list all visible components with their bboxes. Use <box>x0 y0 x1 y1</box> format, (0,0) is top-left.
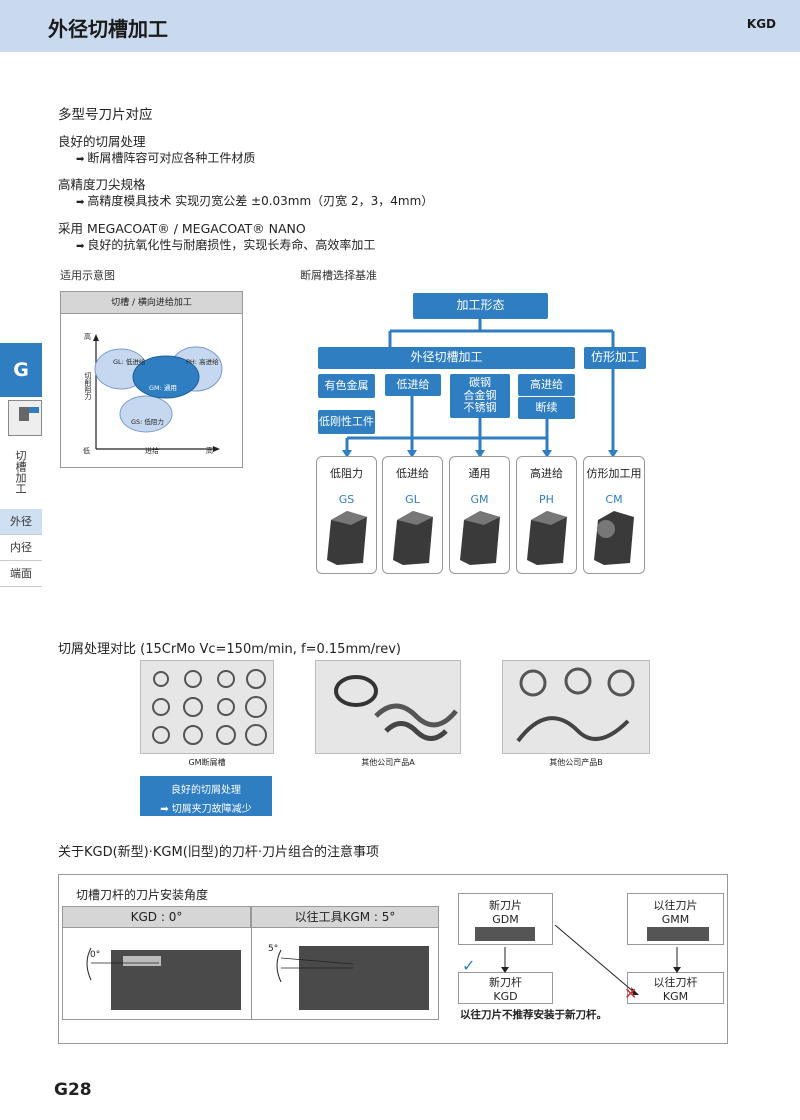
col-kgm-header: 以往工具KGM : 5° <box>251 906 439 928</box>
highlight-line-1: 良好的切屑处理 <box>171 785 241 796</box>
point-1-detail: ➡断屑槽阵容可对应各种工件材质 <box>76 151 256 165</box>
product-name: 仿形加工用 <box>586 467 642 480</box>
x-axis-high: 高 <box>206 447 213 455</box>
region-gs-label: GS: 低阻力 <box>131 418 164 426</box>
product-name: 低阻力 <box>330 467 363 480</box>
point-2-title: 高精度刀尖规格 <box>58 177 146 192</box>
page-number: G28 <box>54 1080 92 1100</box>
application-chart-svg <box>93 334 223 452</box>
old-holder-box: 以往刀杆 KGM <box>627 972 724 1004</box>
product-code: GS <box>338 493 355 506</box>
chip-caption-b: 其他公司产品B <box>549 758 603 767</box>
sidebar-item-outer[interactable]: 外径 <box>0 509 42 535</box>
angle-0-label: 0° <box>90 950 101 960</box>
insert-ph-icon <box>527 511 567 565</box>
region-ph-label: PH: 高进给 <box>186 358 219 366</box>
cross-icon: ✕ <box>624 984 638 1003</box>
chip-caption-gm: GM断屑槽 <box>188 758 226 767</box>
check-icon: ✓ <box>462 956 476 975</box>
y-axis-label: 切削阻力 <box>84 372 92 400</box>
highlight-line-2: ➡切屑夹刀故障减少 <box>160 804 252 815</box>
product-name: 通用 <box>468 467 491 480</box>
grooving-icon <box>8 400 42 436</box>
insert-gs-icon <box>327 511 367 565</box>
page-title: 外径切槽加工 <box>48 17 168 41</box>
node-interrupted: 断续 <box>518 397 575 419</box>
product-name: 低进给 <box>396 467 429 480</box>
chip-caption-a: 其他公司产品A <box>361 758 415 767</box>
compatibility-warning: 以往刀片不推荐安装于新刀杆。 <box>460 1009 607 1021</box>
panel-title: 切槽刀杆的刀片安装角度 <box>76 888 209 902</box>
intro-heading: 多型号刀片对应 <box>58 107 153 123</box>
arrow-right-icon: ➡ <box>76 241 85 252</box>
product-card-cm[interactable]: 仿形加工用 CM <box>583 456 645 574</box>
node-outer-grooving: 外径切槽加工 <box>318 347 575 369</box>
page-header: 外径切槽加工 KGD <box>0 0 800 52</box>
region-gm <box>132 355 200 399</box>
y-axis-high: 高 <box>84 333 91 341</box>
notes-panel <box>58 874 728 1044</box>
chip-compare-heading: 切屑处理对比 (15CrMo Vc=150m/min, f=0.15mm/rev… <box>58 642 401 657</box>
node-low-rigidity: 低刚性工件 <box>318 410 375 434</box>
product-name: 高进给 <box>530 467 563 480</box>
notes-heading: 关于KGD(新型)·KGM(旧型)的刀杆·刀片组合的注意事项 <box>58 845 379 860</box>
region-gs <box>119 395 173 433</box>
chip-photo-gm <box>140 660 274 754</box>
node-steel: 碳钢 合金钢 不锈钢 <box>450 374 510 418</box>
point-1-title: 良好的切屑处理 <box>58 134 146 149</box>
region-gm-label: GM: 通用 <box>149 384 177 392</box>
product-code: CM <box>605 493 623 506</box>
arrow-right-icon: ➡ <box>160 804 169 815</box>
product-code: PH <box>539 493 554 506</box>
insert-gm-icon <box>460 511 500 565</box>
application-chart-title: 切槽 / 横向进给加工 <box>61 292 242 314</box>
new-insert-box: 新刀片 GDM <box>458 893 553 945</box>
product-card-gl[interactable]: 低进给 GL <box>382 456 443 574</box>
node-low-feed: 低进给 <box>385 374 441 396</box>
chip-photo-a <box>315 660 461 754</box>
compatibility-arrows <box>475 925 709 995</box>
arrow-right-icon: ➡ <box>76 154 85 165</box>
sidebar-category-label: 切槽加工 <box>14 450 27 494</box>
application-diagram: 切槽 / 横向进给加工 GL: 低进给 PH: 高进给 GM: 通用 GS: 低… <box>60 291 243 468</box>
chip-tangles-a <box>334 675 458 741</box>
col-kgd-header: KGD : 0° <box>62 906 251 928</box>
chip-spirals-gm <box>152 669 267 746</box>
product-card-gs[interactable]: 低阻力 GS <box>316 456 377 574</box>
point-2-detail: ➡高精度模具技术 实现刃宽公差 ±0.03mm（刃宽 2，3，4mm） <box>76 194 434 208</box>
product-code: GM <box>470 493 489 506</box>
flowchart-connectors <box>342 319 618 458</box>
section-tab-g[interactable]: G <box>0 343 42 397</box>
region-gl-label: GL: 低进给 <box>113 358 146 366</box>
node-high-feed: 高进给 <box>518 374 575 396</box>
application-caption: 适用示意图 <box>60 269 115 282</box>
node-profiling: 仿形加工 <box>584 347 646 369</box>
sidebar-item-inner[interactable]: 内径 <box>0 535 42 561</box>
chip-highlight-box: 良好的切屑处理 ➡切屑夹刀故障减少 <box>140 776 272 816</box>
angle-compare-body: 0° 5° <box>62 928 439 1020</box>
chip-tangles-b <box>516 667 635 743</box>
insert-cm-icon <box>594 511 634 565</box>
point-3-title: 采用 MEGACOAT® / MEGACOAT® NANO <box>58 221 306 236</box>
holder-drawings <box>86 946 429 1010</box>
product-code: KGD <box>746 17 776 31</box>
selection-caption: 断屑槽选择基准 <box>300 269 377 282</box>
node-nonferrous: 有色金属 <box>318 374 375 398</box>
new-holder-box: 新刀杆 KGD <box>458 972 553 1004</box>
x-axis-label: 进给 <box>145 447 159 455</box>
product-code: GL <box>405 493 420 506</box>
arrow-right-icon: ➡ <box>76 197 85 208</box>
angle-5-label: 5° <box>268 944 279 954</box>
product-card-gm[interactable]: 通用 GM <box>449 456 510 574</box>
product-card-ph[interactable]: 高进给 PH <box>516 456 577 574</box>
x-axis-low: 低 <box>83 447 90 455</box>
insert-gl-icon <box>393 511 433 565</box>
point-3-detail: ➡良好的抗氧化性与耐磨损性，实现长寿命、高效率加工 <box>76 238 376 252</box>
sidebar-item-face[interactable]: 端面 <box>0 561 42 587</box>
node-root: 加工形态 <box>413 293 548 319</box>
chip-photo-b <box>502 660 650 754</box>
